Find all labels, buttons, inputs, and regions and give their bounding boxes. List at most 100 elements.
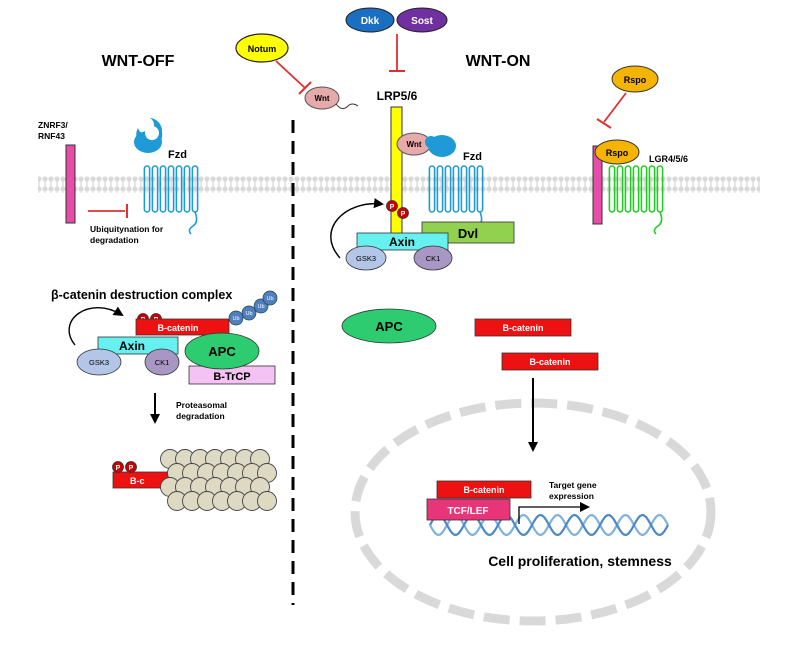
fzd-receptor-off-helix [175, 165, 183, 213]
phosphorylation-arrow-on [330, 198, 384, 259]
gsk3-on [345, 245, 387, 271]
rnf43-label: RNF43 [38, 131, 65, 141]
bcatenin-free-1 [474, 318, 572, 337]
tcf-lef [426, 498, 511, 521]
fzd-on-crd-pocket [425, 136, 437, 148]
dkk-protein [345, 7, 395, 33]
wnt-off-heading: WNT-OFF [102, 53, 175, 70]
phospho-1-on-label: P [390, 204, 395, 211]
fzd-on-label: Fzd [463, 151, 482, 163]
znrf3-label: ZNRF3/ [38, 120, 68, 130]
fzd-receptor-off-tail [188, 211, 198, 235]
rspo-bound [594, 139, 640, 165]
ub-3-label: Ub [257, 304, 264, 310]
ub-2 [241, 305, 257, 321]
apc-off [184, 332, 260, 370]
wnt-off-panel: WNT-OFF Notum Wnt ZNRF3/ RNF43 Ubiquityn… [38, 33, 359, 511]
rspo-free-label: Rspo [624, 75, 647, 85]
target-gene-label-1: Target gene [549, 480, 597, 490]
fzd-receptor-on-helix [428, 165, 436, 213]
lgr-label: LGR4/5/6 [649, 154, 688, 164]
fzd-receptor-on-helix [452, 165, 460, 213]
proteasomal-label-2: degradation [176, 411, 225, 421]
transcription-arrow [518, 502, 590, 524]
destruction-complex-title: β-catenin destruction complex [51, 288, 232, 302]
rspo-bound-label: Rspo [606, 148, 629, 158]
rspo-inhibition-bar [596, 118, 612, 129]
wnt-off-tail [335, 103, 359, 110]
phospho-1-on [386, 200, 398, 212]
ck1-on-label: CK1 [426, 254, 441, 263]
notum-inhibition-bar [298, 81, 312, 95]
fzd-receptor-off [143, 165, 199, 235]
bcatenin-free-1-label: B-catenin [502, 323, 543, 333]
bcatenin-off-label: B-catenin [157, 323, 198, 333]
fzd-receptor-off-helix [143, 165, 151, 213]
axin-on [356, 232, 449, 251]
lrp-label: LRP5/6 [377, 89, 418, 103]
ub-4-label: Ub [266, 296, 273, 302]
gsk3-on-label: GSK3 [356, 254, 376, 263]
lgr-receptor-helix [624, 165, 632, 213]
lgr-receptor-helix [608, 165, 616, 213]
sost-protein [396, 7, 448, 33]
notum-inhibition [275, 60, 306, 89]
proteasome [160, 449, 277, 511]
fzd-off-label: Fzd [168, 149, 187, 161]
fzd-receptor-off-helix [151, 165, 159, 213]
bcatenin-nuclear [436, 480, 532, 499]
ck1-off [144, 348, 180, 376]
fzd-receptor-off-helix [183, 165, 191, 213]
axin-on-label: Axin [389, 235, 415, 249]
gsk3-off-label: GSK3 [89, 358, 109, 367]
lgr-receptor-tail [653, 211, 663, 235]
lgr-receptor-helix [632, 165, 640, 213]
ub-1-label: Ub [232, 316, 239, 322]
notum-protein [235, 33, 289, 63]
fzd-receptor-on-helix [436, 165, 444, 213]
phospho-2-on [397, 207, 409, 219]
notum-label: Notum [248, 44, 277, 54]
phospho-2-on-label: P [401, 211, 406, 218]
phosphorylation-arrow-off [68, 306, 124, 346]
ck1-off-label: CK1 [155, 358, 170, 367]
bcatenin-free-2 [501, 352, 599, 371]
ub-2-label: Ub [245, 311, 252, 317]
bcatenin-free-2-label: B-catenin [529, 357, 570, 367]
fzd-receptor-on-helix [468, 165, 476, 213]
bcatenin-fragment-label: B-c [130, 476, 145, 486]
dkk-label: Dkk [361, 16, 380, 27]
outcome-label: Cell proliferation, stemness [488, 553, 672, 569]
ubiquitination-label-1: Ubiquitynation for [90, 224, 164, 234]
btrcp-label: B-TrCP [213, 371, 250, 383]
bcatenin-off [135, 318, 230, 336]
target-gene-label-2: expression [549, 491, 594, 501]
fzd-off-crd-pocket [145, 126, 159, 140]
fzd-receptor-on-helix [460, 165, 468, 213]
wnt-on-panel: WNT-ON Dkk Sost LRP5/6 Wnt Fzd P P Dvl A… [330, 7, 716, 626]
apc-on [341, 308, 437, 344]
lgr-receptor-helix [640, 165, 648, 213]
rspo-inhibition [603, 92, 627, 123]
phospho-frag-2-label: P [129, 465, 134, 472]
rspo-free [611, 65, 659, 93]
dvl-label: Dvl [458, 226, 478, 241]
lgr-receptor-helix [616, 165, 624, 213]
phospho-frag-1-label: P [116, 465, 121, 472]
ck1-on [413, 245, 453, 271]
bcatenin-nuclear-label: B-catenin [463, 485, 504, 495]
axin-off-label: Axin [119, 339, 145, 353]
wnt-off-label: Wnt [314, 94, 329, 103]
lgr-receptor [608, 165, 664, 235]
wnt-on-label: Wnt [406, 140, 421, 149]
apc-off-label: APC [208, 344, 236, 359]
ub-4 [262, 290, 278, 306]
wnt-on-heading: WNT-ON [466, 53, 531, 70]
fzd-receptor-off-helix [167, 165, 175, 213]
proteasome-subunit [257, 491, 277, 511]
wnt-ligand-off [304, 86, 340, 110]
tcf-lef-label: TCF/LEF [447, 506, 488, 517]
znrf3-receptor [65, 144, 76, 224]
fzd-receptor-on-helix [444, 165, 452, 213]
